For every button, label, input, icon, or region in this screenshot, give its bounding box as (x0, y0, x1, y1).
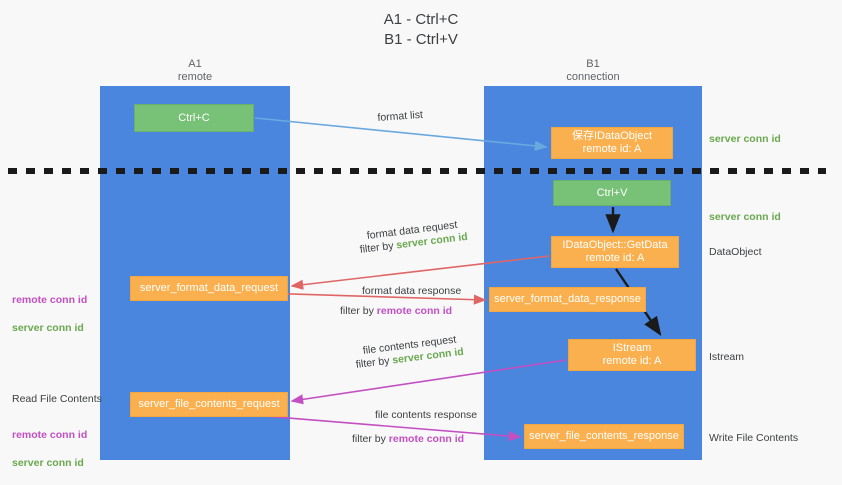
arrow-format-list (254, 117, 548, 151)
annotation-dataobject: DataObject (709, 246, 762, 258)
annotation-server-conn-id-top: server conn id (709, 133, 781, 145)
node-istream[interactable]: IStream remote id: A (568, 339, 696, 371)
annotation-read-file-contents: Read File Contents (12, 393, 102, 405)
node-ctrl-c[interactable]: Ctrl+C (134, 104, 254, 132)
edge-label-file-contents-response: file contents response (375, 408, 477, 422)
node-server-file-contents-request[interactable]: server_file_contents_request (130, 392, 288, 417)
annotation-conn-ids-format: remote conn id server conn id (12, 279, 87, 349)
arrow-file-contents-request (290, 359, 567, 405)
annotation-remote-conn-id: remote conn id (12, 294, 88, 306)
filter-prefix: filter by (340, 305, 377, 317)
annotation-remote-conn-id: remote conn id (12, 429, 88, 441)
column-header-a1: A1 remote (177, 58, 213, 83)
node-server-format-data-response[interactable]: server_format_data_response (489, 287, 646, 312)
node-server-format-data-request[interactable]: server_format_data_request (130, 276, 288, 301)
edge-label-format-data-response-text: format data response (362, 285, 462, 297)
annotation-server-conn-id: server conn id (12, 322, 84, 334)
annotation-istream: Istream (709, 351, 745, 363)
filter-key-remote-conn-id: remote conn id (388, 433, 465, 445)
node-save-idataobject[interactable]: 保存IDataObject remote id: A (551, 127, 673, 159)
filter-key-remote-conn-id: remote conn id (376, 305, 453, 317)
arrow-format-data-request (290, 255, 550, 290)
annotation-write-file-contents: Write File Contents (709, 432, 799, 444)
annotation-conn-ids-file: remote conn id server conn id (12, 414, 87, 484)
node-server-file-contents-response[interactable]: server_file_contents_response (524, 424, 684, 449)
filter-prefix: filter by (352, 433, 389, 445)
annotation-server-conn-id: server conn id (12, 457, 84, 469)
node-idataobject-getdata[interactable]: IDataObject::GetData remote id: A (551, 236, 679, 268)
edge-label-format-data-response: format data response (362, 284, 461, 298)
edge-label-file-contents-response-filter: filter by remote conn id (352, 432, 464, 446)
edge-label-file-contents-response-text: file contents response (375, 409, 478, 421)
edge-label-format-data-response-filter: filter by remote conn id (340, 304, 452, 318)
node-ctrl-v[interactable]: Ctrl+V (553, 180, 671, 206)
annotation-server-conn-id-second: server conn id (709, 211, 781, 223)
page-title: A1 - Ctrl+C B1 - Ctrl+V (383, 11, 459, 48)
column-header-b1: B1 connection (566, 58, 620, 83)
